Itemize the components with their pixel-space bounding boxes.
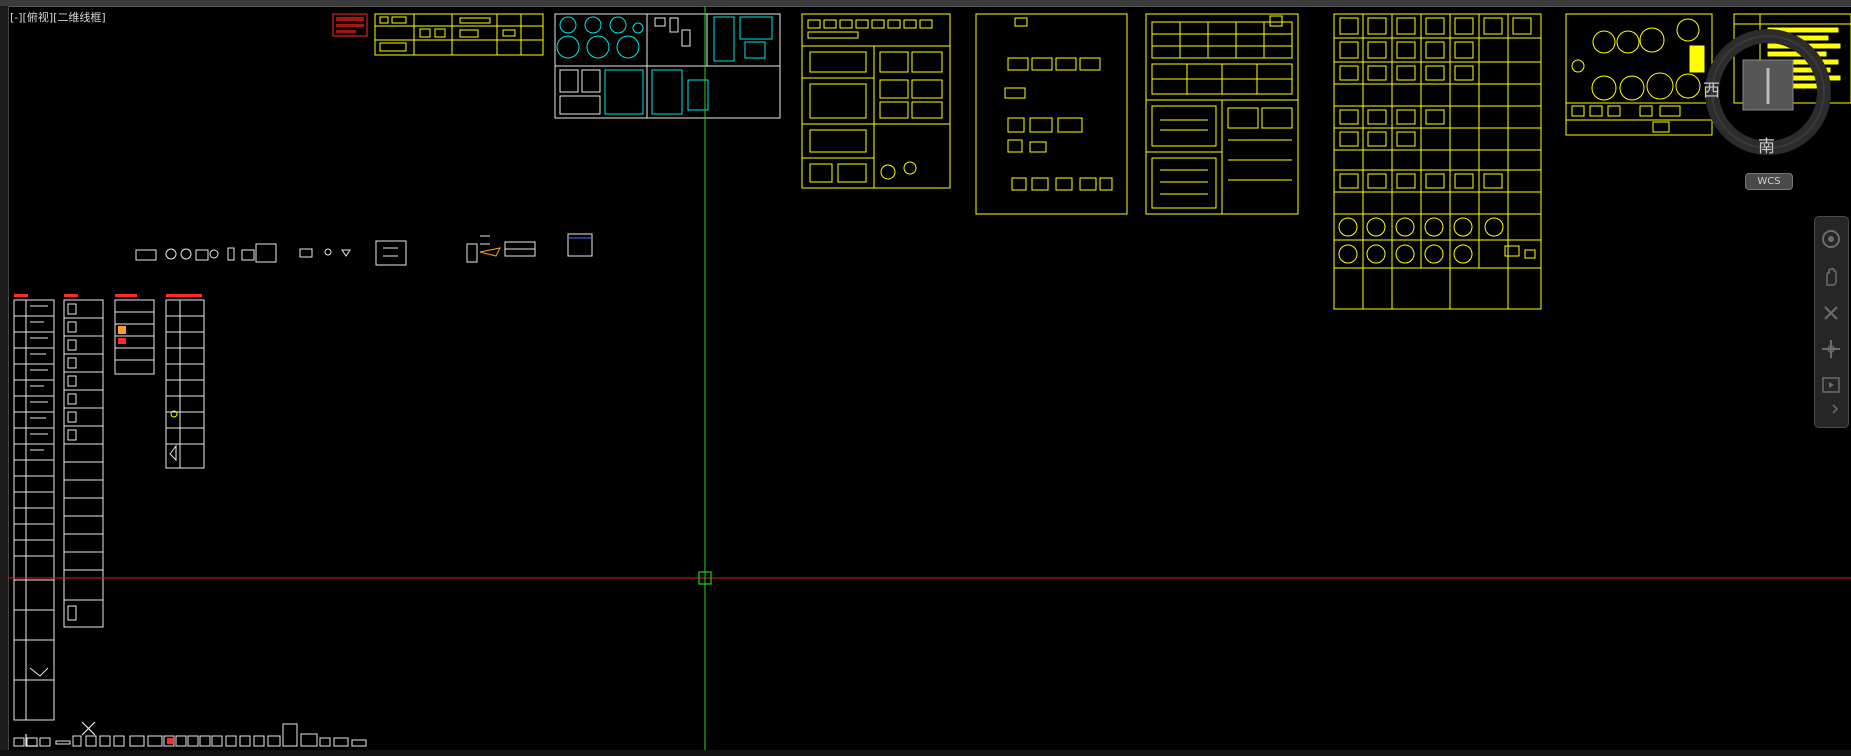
compass-west-label[interactable]: 西: [1703, 81, 1720, 101]
legend-column-1: [13, 294, 55, 721]
showmotion-icon[interactable]: [1819, 373, 1843, 397]
viewport-left-edge: [0, 6, 9, 756]
legend-column-3: [114, 294, 155, 375]
zoom-icon[interactable]: [1819, 301, 1843, 325]
legend-column-2: [63, 294, 104, 628]
viewport-top-border: [0, 0, 1851, 7]
symbol-row-bottom: [13, 723, 367, 747]
drawing-sheet-7: [1565, 13, 1713, 136]
ucs-x-icon: [25, 721, 96, 747]
drawing-sheet-2: [554, 13, 781, 119]
viewport-bottom-edge: [0, 750, 1851, 756]
block-red-title: [332, 13, 368, 37]
legend-column-4: [165, 294, 205, 469]
steering-wheel-icon[interactable]: [1819, 227, 1843, 251]
drawing-sheet-1: [374, 13, 544, 56]
drawing-sheet-6: [1333, 13, 1542, 310]
compass-south-label[interactable]: 南: [1758, 137, 1775, 157]
drawing-sheet-5: [1145, 13, 1299, 215]
symbol-row-middle: [135, 233, 593, 266]
wcs-menu-button[interactable]: WCS: [1745, 173, 1793, 190]
pan-icon[interactable]: [1819, 265, 1843, 289]
crosshair-pickbox[interactable]: [698, 571, 712, 585]
navigation-bar[interactable]: [1814, 216, 1849, 428]
viewcube-ring[interactable]: [1700, 20, 1850, 160]
drawing-sheet-4: [975, 13, 1128, 215]
orbit-icon[interactable]: [1819, 337, 1843, 361]
navbar-menu-icon[interactable]: [1819, 401, 1843, 415]
drawing-sheet-3: [801, 13, 951, 189]
viewcube[interactable]: 西 南: [1700, 20, 1850, 200]
viewport-controls-label[interactable]: [-][俯视][二维线框]: [10, 11, 106, 24]
